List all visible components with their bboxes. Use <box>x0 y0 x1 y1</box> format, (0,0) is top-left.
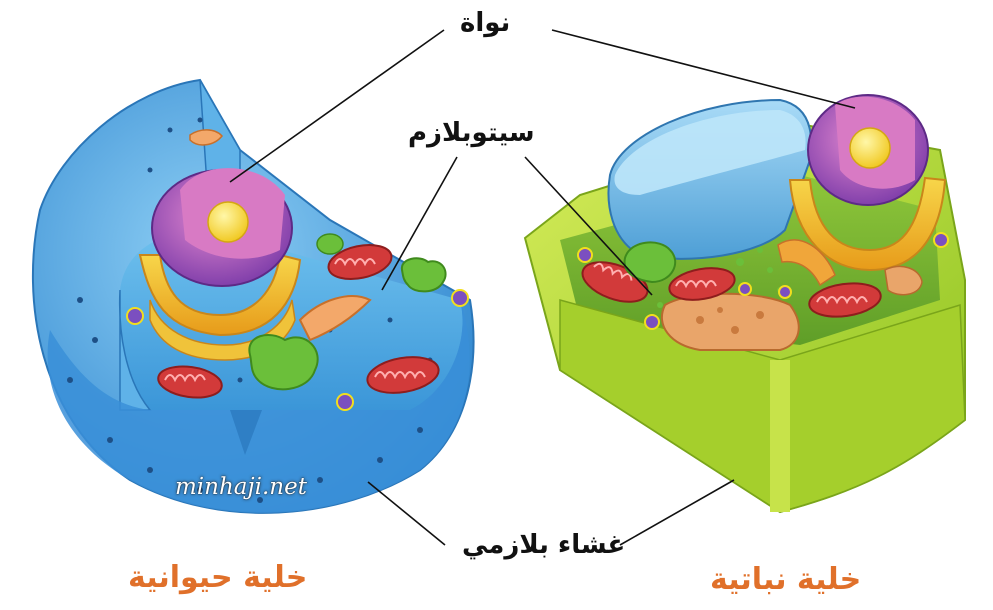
animal-vacuole-small <box>402 258 446 291</box>
plant-nucleolus <box>850 128 890 168</box>
nucleus-label: نواة <box>460 8 510 38</box>
animal-vesicle <box>317 234 343 254</box>
plant-wall-edge <box>770 360 790 512</box>
animal-vacuole-large <box>249 335 317 389</box>
animal-nucleolus <box>208 202 248 242</box>
animal-cell-title: خلية حيوانية <box>128 560 307 595</box>
cytoplasm-label: سيتوبلازم <box>408 118 535 148</box>
membrane-line-animal <box>368 482 445 545</box>
plant-cell-title: خلية نباتية <box>710 562 861 597</box>
membrane-line-plant <box>620 480 734 545</box>
plant-amyloplast <box>662 294 799 350</box>
plant-cell <box>525 95 965 512</box>
watermark: minhaji.net <box>175 474 307 500</box>
cell-membrane-label: غشاء بلازمي <box>462 530 625 560</box>
plant-chloroplast <box>625 242 676 282</box>
nucleus-line-animal <box>230 30 444 182</box>
nucleus-line-plant <box>552 30 855 108</box>
